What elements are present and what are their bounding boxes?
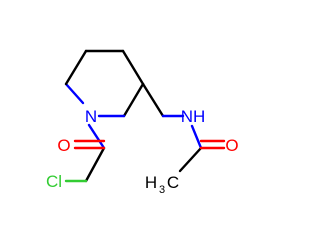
amide-oxygen-label: O	[225, 136, 238, 155]
ketone-oxygen-label: O	[57, 136, 70, 155]
amide-nh-label: NH	[181, 107, 206, 126]
piperidine-ring	[64, 49, 145, 118]
molecule-canvas: N O Cl NH O H 3 C	[46, 49, 239, 196]
acetamide-group	[141, 82, 226, 173]
carbonyl-to-ch2-bond	[84, 146, 106, 183]
ring-bond-top-left	[64, 49, 88, 86]
methyl-label: H 3 C	[145, 173, 179, 196]
ring-bond-bottom-right	[122, 82, 145, 118]
methyl-h-label: H	[145, 173, 157, 192]
ring-bond-n-left	[64, 82, 85, 105]
chloroacetyl-group	[64, 123, 106, 183]
ring-to-ch2-bond	[141, 82, 165, 118]
ring-bond-top-right	[121, 49, 145, 86]
n-to-carbonyl-bond	[87, 123, 106, 150]
carbonyl-to-methyl-bond	[178, 146, 203, 173]
methyl-c-label: C	[167, 173, 179, 192]
methyl-subscript: 3	[159, 184, 165, 196]
structure-diagram: N O Cl NH O H 3 C	[46, 49, 239, 196]
chlorine-label: Cl	[46, 172, 62, 191]
ring-nitrogen-label: N	[85, 107, 97, 126]
nh-to-carbonyl-bond	[190, 124, 203, 150]
